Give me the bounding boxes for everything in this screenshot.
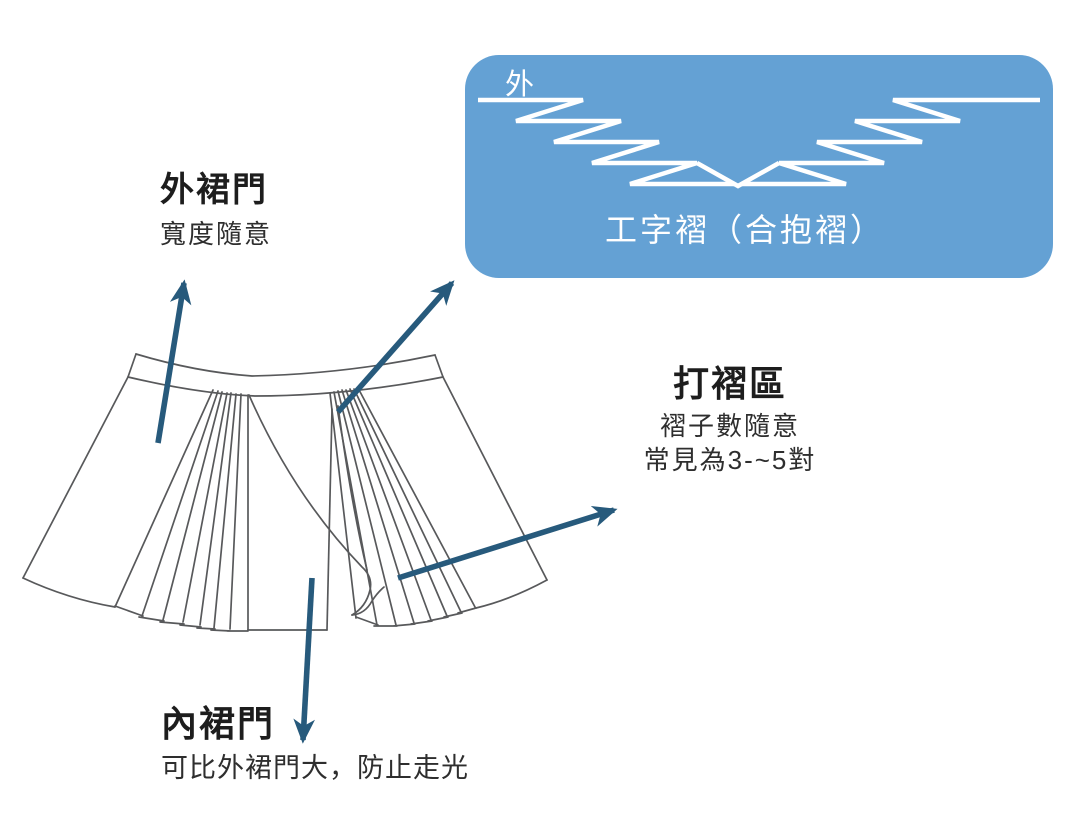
annotation-arrows bbox=[155, 279, 618, 744]
fold-flap bbox=[248, 394, 385, 616]
waistband bbox=[127, 353, 444, 397]
pleat-area-note-2: 常見為3-~5對 bbox=[643, 445, 817, 476]
pleat-area-label: 打褶區 褶子數隨意 常見為3-~5對 bbox=[590, 364, 870, 477]
inner-panel-subtitle: 可比外裙門大，防止走光 bbox=[161, 752, 469, 783]
inner-panel-centre bbox=[247, 408, 333, 631]
inner-panel-title: 內裙門 bbox=[161, 703, 276, 744]
pleat-fan-right bbox=[329, 387, 477, 627]
pleat-area-note-1: 褶子數隨意 bbox=[659, 410, 800, 441]
skirt-sketch bbox=[22, 353, 548, 632]
zigzag-pleat-lines bbox=[478, 97, 1040, 189]
box-pleat-zigzag-diagram bbox=[478, 97, 1040, 189]
inner-panel-label: 內裙門 可比外裙門大，防止走光 bbox=[161, 704, 469, 785]
outer-panel-right bbox=[442, 376, 548, 609]
outer-panel-title: 外裙門 bbox=[160, 171, 268, 209]
pleat-type-arrow-icon bbox=[335, 280, 455, 414]
inner-panel-arrow-icon bbox=[293, 577, 315, 744]
outer-panel-left bbox=[22, 376, 129, 608]
outer-panel-arrow-icon bbox=[155, 279, 192, 444]
pleat-fan-left bbox=[114, 389, 249, 632]
outer-panel-label: 外裙門 寬度隨意 bbox=[160, 171, 273, 251]
outer-panel-subtitle: 寬度隨意 bbox=[160, 219, 273, 250]
pleat-type-callout: 外 工字褶（合抱褶） bbox=[465, 55, 1053, 278]
outside-face-label: 外 bbox=[505, 69, 536, 101]
pleat-area-title: 打褶區 bbox=[672, 363, 787, 404]
pleat-area-arrow-icon bbox=[397, 505, 618, 581]
pleat-box-caption: 工字褶（合抱褶） bbox=[604, 212, 885, 248]
